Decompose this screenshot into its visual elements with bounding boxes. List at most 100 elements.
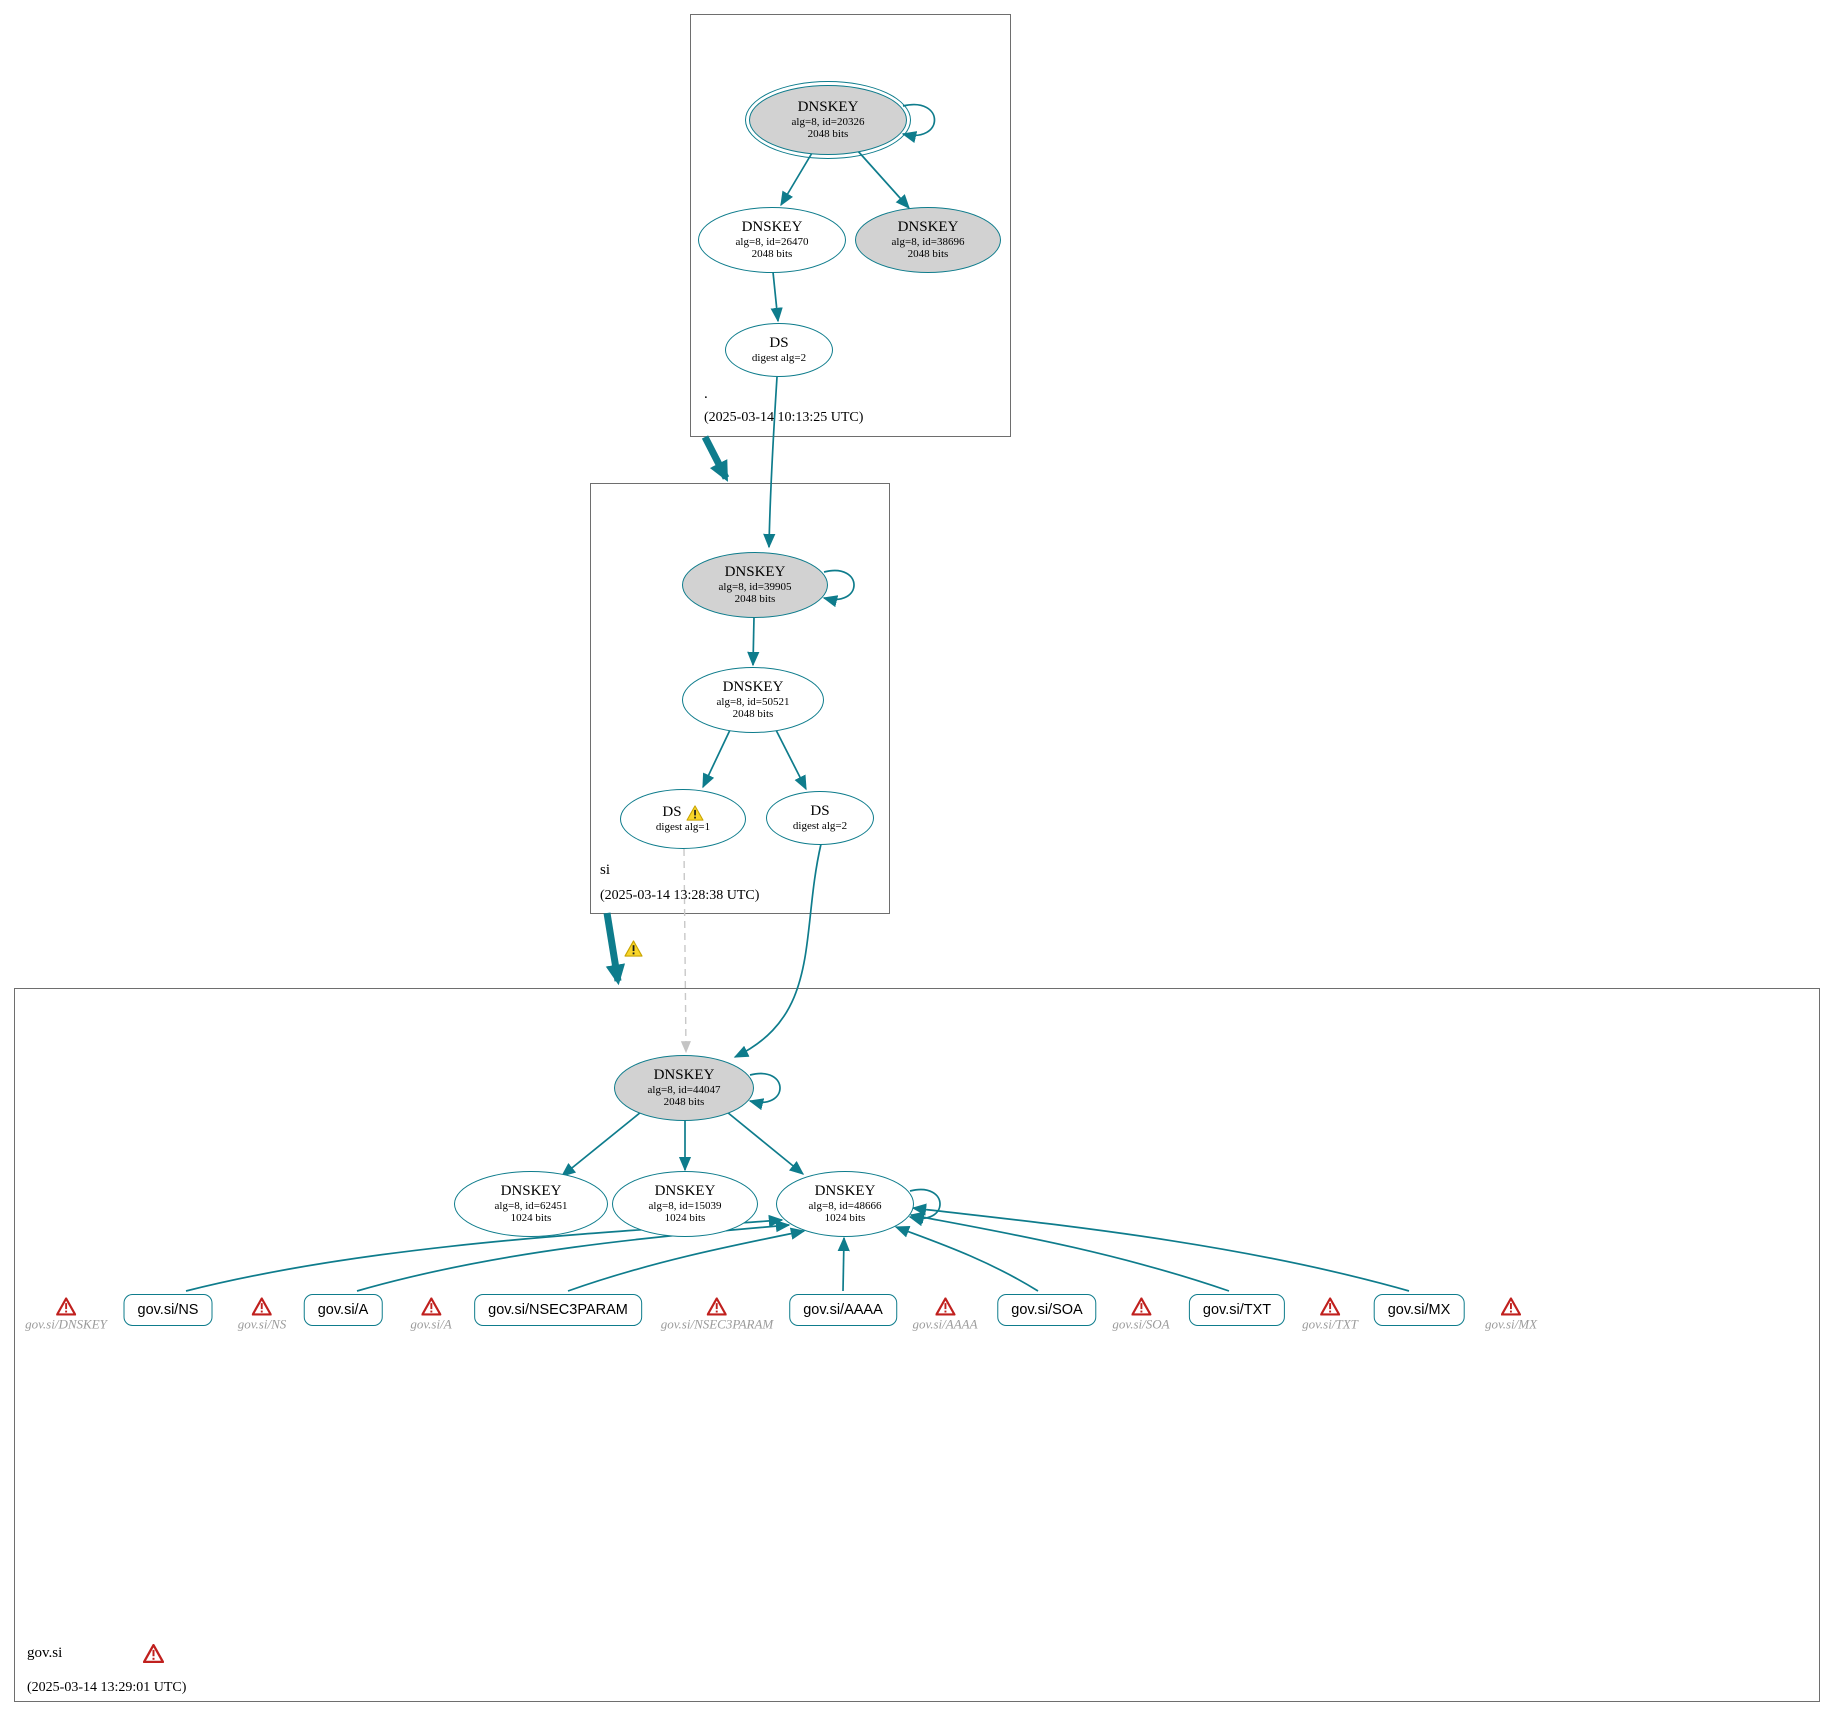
zone-box-si [590, 483, 890, 914]
edge-aaaa-to-zsk3 [837, 1236, 850, 1292]
node-title: DS [810, 803, 830, 820]
edge-mx-to-zsk3 [911, 1203, 1410, 1292]
dnskey-si-zsk-50521[interactable]: DNSKEY alg=8, id=50521 2048 bits [682, 667, 824, 733]
zone-timestamp-si: (2025-03-14 13:28:38 UTC) [600, 888, 760, 903]
error-label: gov.si/DNSKEY [25, 1316, 107, 1332]
node-detail: digest alg=1 [655, 821, 711, 834]
node-detail: 2048 bits [734, 593, 776, 606]
error-icon [1500, 1297, 1522, 1316]
zone-name-si: si [600, 862, 611, 878]
error-label: gov.si/NSEC3PARAM [660, 1316, 774, 1332]
error-govsi-ns[interactable]: gov.si/NS [238, 1297, 286, 1333]
node-title: DNSKEY [724, 564, 786, 581]
error-govsi-mx[interactable]: gov.si/MX [1484, 1297, 1538, 1333]
node-detail: 2048 bits [907, 248, 949, 261]
dnskey-govsi-zsk-62451[interactable]: DNSKEY alg=8, id=62451 1024 bits [454, 1171, 608, 1237]
dnskey-root-ksk-20326[interactable]: DNSKEY alg=8, id=20326 2048 bits [745, 81, 911, 159]
error-icon [1130, 1297, 1152, 1316]
edge-si-zsk-to-ds2 [775, 729, 807, 791]
rrset-govsi-nsec3param[interactable]: gov.si/NSEC3PARAM [474, 1294, 642, 1326]
edge-govsi-ksk-selfloop [748, 1072, 781, 1111]
edge-root-ds-to-si-ksk [763, 376, 778, 549]
edge-si-ksk-selfloop [822, 569, 855, 608]
edge-a-to-zsk3 [356, 1220, 791, 1292]
edge-govsi-ksk-to-zsk3 [726, 1111, 805, 1175]
node-detail: alg=8, id=62451 [494, 1200, 568, 1213]
edge-delegation-root-si [701, 435, 730, 482]
error-label: gov.si/AAAA [912, 1316, 978, 1332]
ds-si-alg2[interactable]: DS digest alg=2 [766, 791, 874, 845]
error-icon [934, 1297, 956, 1316]
warning-icon [686, 805, 704, 821]
error-icon [706, 1297, 728, 1316]
node-detail: alg=8, id=44047 [647, 1084, 721, 1097]
node-title: DNSKEY [797, 99, 859, 116]
error-icon [55, 1297, 77, 1316]
rrset-govsi-aaaa[interactable]: gov.si/AAAA [789, 1294, 897, 1326]
dnskey-govsi-zsk-15039[interactable]: DNSKEY alg=8, id=15039 1024 bits [612, 1171, 758, 1237]
rrset-govsi-ns[interactable]: gov.si/NS [123, 1294, 213, 1326]
node-detail: 1024 bits [664, 1212, 706, 1225]
ds-root[interactable]: DS digest alg=2 [725, 323, 833, 377]
edge-txt-to-zsk3 [909, 1211, 1230, 1292]
dnskey-root-zsk-26470[interactable]: DNSKEY alg=8, id=26470 2048 bits [698, 207, 846, 273]
delegation-warning-icon [624, 940, 643, 957]
node-detail: alg=8, id=15039 [648, 1200, 722, 1213]
node-detail: 1024 bits [824, 1212, 866, 1225]
error-icon [251, 1297, 273, 1316]
node-title: DNSKEY [654, 1183, 716, 1200]
edge-delegation-si-govsi [603, 912, 626, 986]
error-govsi-dnskey[interactable]: gov.si/DNSKEY [25, 1297, 107, 1333]
rrset-govsi-soa[interactable]: gov.si/SOA [997, 1294, 1097, 1326]
error-govsi-soa[interactable]: gov.si/SOA [1112, 1297, 1170, 1333]
error-icon [1319, 1297, 1341, 1316]
edge-si-ds2-to-govsi-ksk [733, 843, 822, 1058]
node-detail: alg=8, id=39905 [718, 581, 792, 594]
dnskey-root-38696[interactable]: DNSKEY alg=8, id=38696 2048 bits [855, 207, 1001, 273]
node-title: DNSKEY [814, 1183, 876, 1200]
dnskey-si-ksk-39905[interactable]: DNSKEY alg=8, id=39905 2048 bits [682, 552, 828, 618]
error-icon [420, 1297, 442, 1316]
edge-si-zsk-to-ds1 [702, 729, 731, 789]
edge-nsec3-to-zsk3 [567, 1227, 806, 1292]
edge-root-zsk-to-ds [770, 271, 783, 323]
node-title: DS [662, 804, 704, 821]
zone-box-root [690, 14, 1011, 437]
node-title: DNSKEY [897, 219, 959, 236]
node-detail: digest alg=2 [751, 352, 807, 365]
edge-soa-to-zsk3 [894, 1225, 1039, 1292]
error-label: gov.si/SOA [1112, 1316, 1170, 1332]
edge-root-ksk-to-zsk [780, 152, 813, 207]
node-detail: 2048 bits [751, 248, 793, 261]
zone-name-root: . [704, 386, 708, 402]
node-detail: 1024 bits [510, 1212, 552, 1225]
error-govsi-aaaa[interactable]: gov.si/AAAA [912, 1297, 978, 1333]
zone-name-govsi: gov.si [27, 1645, 63, 1661]
zone-box-govsi [14, 988, 1820, 1702]
node-detail: 2048 bits [807, 128, 849, 141]
edge-si-ds1-to-govsi-ksk-dashed [680, 848, 691, 1054]
error-label: gov.si/TXT [1302, 1316, 1358, 1332]
error-govsi-a[interactable]: gov.si/A [410, 1297, 452, 1333]
rrset-govsi-mx[interactable]: gov.si/MX [1373, 1294, 1465, 1326]
node-title: DNSKEY [653, 1067, 715, 1084]
error-govsi-nsec3param[interactable]: gov.si/NSEC3PARAM [660, 1297, 774, 1333]
rrset-govsi-txt[interactable]: gov.si/TXT [1188, 1294, 1286, 1326]
node-title: DNSKEY [722, 679, 784, 696]
ds-si-alg1[interactable]: DS digest alg=1 [620, 789, 746, 849]
edge-si-ksk-to-zsk [747, 616, 760, 667]
node-detail: 2048 bits [732, 708, 774, 721]
edge-root-ksk-to-38696 [856, 149, 910, 210]
node-detail: alg=8, id=26470 [735, 236, 809, 249]
error-govsi-txt[interactable]: gov.si/TXT [1302, 1297, 1358, 1333]
dnskey-govsi-ksk-44047[interactable]: DNSKEY alg=8, id=44047 2048 bits [614, 1055, 754, 1121]
dnskey-govsi-zsk-48666[interactable]: DNSKEY alg=8, id=48666 1024 bits [776, 1171, 914, 1237]
rrset-govsi-a[interactable]: gov.si/A [303, 1294, 383, 1326]
node-detail: 2048 bits [663, 1096, 705, 1109]
node-title: DNSKEY [500, 1183, 562, 1200]
node-detail: alg=8, id=38696 [891, 236, 965, 249]
error-label: gov.si/MX [1484, 1316, 1538, 1332]
node-title: DS [769, 335, 789, 352]
